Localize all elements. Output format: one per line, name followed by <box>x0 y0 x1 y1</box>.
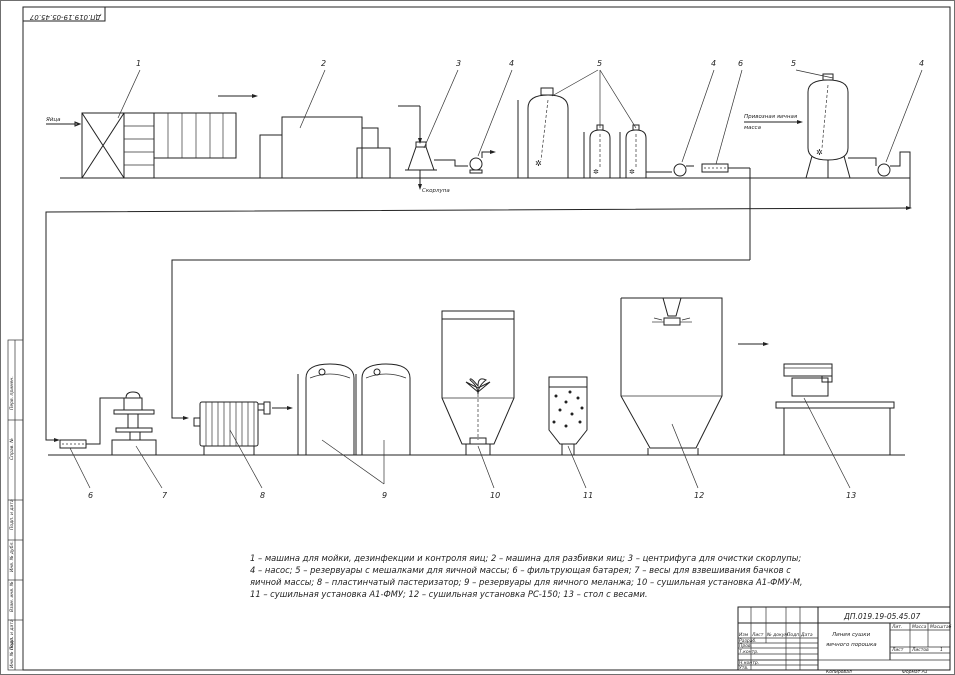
pump-4c: 4 <box>877 59 924 208</box>
filter-battery-6a: 6 <box>701 59 751 260</box>
svg-text:Справ. №: Справ. № <box>9 438 15 460</box>
svg-text:№ докум.: № докум. <box>766 632 789 638</box>
svg-text:Пров.: Пров. <box>739 643 752 649</box>
egg-mass-input-label: Привозная яичная <box>744 114 798 120</box>
svg-text:Лист: Лист <box>891 647 904 653</box>
dryer-10: 10 <box>441 310 515 500</box>
svg-text:6: 6 <box>88 491 93 500</box>
svg-text:Подп. и дата: Подп. и дата <box>9 499 15 530</box>
svg-text:12: 12 <box>694 491 704 500</box>
svg-text:Н.контр.: Н.контр. <box>739 660 759 666</box>
svg-text:1: 1 <box>940 647 943 653</box>
svg-text:5: 5 <box>597 59 602 68</box>
title-block-title-2: яичного порошка <box>826 642 877 648</box>
doc-code-flipped: ДП.019.19-05.45.07 <box>29 13 102 21</box>
title-block: ДП.019.19-05.45.07 Линия сушки яичного п… <box>737 606 952 675</box>
machine-2-breaking: 2 <box>259 59 391 179</box>
melange-reservoirs-9: 9 <box>297 363 411 500</box>
svg-text:✲: ✲ <box>629 168 635 176</box>
svg-text:1: 1 <box>136 59 141 68</box>
eggs-input-label: Яйца <box>45 117 61 123</box>
drawing-frame <box>22 6 951 671</box>
side-stamp: Перв. примен. Справ. № Подп. и дата Инв.… <box>7 339 24 671</box>
shell-output-label: Скорлупа <box>422 188 450 194</box>
svg-text:Масштаб: Масштаб <box>930 624 952 630</box>
svg-text:Перв. примен.: Перв. примен. <box>9 376 15 410</box>
svg-text:Разраб.: Разраб. <box>739 638 757 644</box>
table-with-scales-13: 13 <box>775 363 895 500</box>
svg-text:4: 4 <box>711 59 716 68</box>
title-block-title-1: Линия сушки <box>831 632 871 638</box>
svg-text:7: 7 <box>162 491 168 500</box>
reservoirs-5-group: ✲ ✲ ✲ 5 <box>517 59 647 178</box>
pump-4b: 4 <box>673 59 716 177</box>
svg-text:Лист: Лист <box>751 632 764 638</box>
svg-text:6: 6 <box>738 59 743 68</box>
svg-text:яичной массы; 8 – пластинчатый: яичной массы; 8 – пластинчатый пастериза… <box>250 577 803 587</box>
centrifuge-3: Скорлупа 3 <box>398 59 461 194</box>
svg-text:10: 10 <box>490 491 500 500</box>
svg-text:Инв. № дубл.: Инв. № дубл. <box>9 541 15 572</box>
pipelines <box>45 206 912 442</box>
filter-battery-6b: 6 <box>59 397 124 500</box>
svg-text:Дата: Дата <box>800 632 813 638</box>
pasteurizer-8: 8 <box>193 401 293 500</box>
svg-text:8: 8 <box>260 491 265 500</box>
svg-text:Подп.: Подп. <box>787 632 801 638</box>
svg-text:Копировал: Копировал <box>826 669 852 675</box>
svg-text:5: 5 <box>791 59 796 68</box>
svg-text:11 – сушильная установка А1-ФМ: 11 – сушильная установка А1-ФМУ; 12 – су… <box>250 589 648 599</box>
svg-text:4: 4 <box>509 59 514 68</box>
pump-4a: 4 <box>469 59 514 174</box>
machine-1-washing: 1 <box>81 59 237 179</box>
svg-text:Изм: Изм <box>739 632 749 638</box>
svg-text:2: 2 <box>321 59 326 68</box>
svg-text:✲: ✲ <box>535 159 542 168</box>
svg-text:11: 11 <box>583 491 593 500</box>
svg-text:Листов: Листов <box>911 647 929 653</box>
svg-text:1 – машина для мойки, дезинфек: 1 – машина для мойки, дезинфекции и конт… <box>250 553 801 563</box>
reservoir-5b: ✲ 5 <box>791 59 877 179</box>
svg-text:✲: ✲ <box>816 148 823 157</box>
legend: 1 – машина для мойки, дезинфекции и конт… <box>250 553 803 599</box>
svg-text:Взам. инв. №: Взам. инв. № <box>9 581 15 612</box>
dryer-12: 12 <box>620 297 769 500</box>
svg-text:Утв.: Утв. <box>739 665 748 671</box>
svg-text:Т.контр.: Т.контр. <box>739 649 759 655</box>
svg-text:масса: масса <box>744 125 762 131</box>
svg-text:4 – насос; 5 – резервуары с ме: 4 – насос; 5 – резервуары с мешалками дл… <box>250 565 791 575</box>
svg-text:4: 4 <box>919 59 924 68</box>
svg-text:✲: ✲ <box>593 168 599 176</box>
svg-text:Подп. и дата: Подп. и дата <box>9 619 15 650</box>
dryer-11: 11 <box>548 376 593 500</box>
svg-text:Лит.: Лит. <box>891 624 902 630</box>
scales-7: 7 <box>111 391 168 500</box>
svg-text:3: 3 <box>456 59 461 68</box>
svg-text:9: 9 <box>382 491 387 500</box>
svg-text:Формат А1: Формат А1 <box>902 669 928 675</box>
svg-text:13: 13 <box>846 491 856 500</box>
doc-code-box-top <box>22 6 106 22</box>
svg-text:Инв. № подл.: Инв. № подл. <box>9 637 15 668</box>
title-block-code: ДП.019.19-05.45.07 <box>843 612 920 621</box>
svg-text:Масса: Масса <box>912 624 927 630</box>
